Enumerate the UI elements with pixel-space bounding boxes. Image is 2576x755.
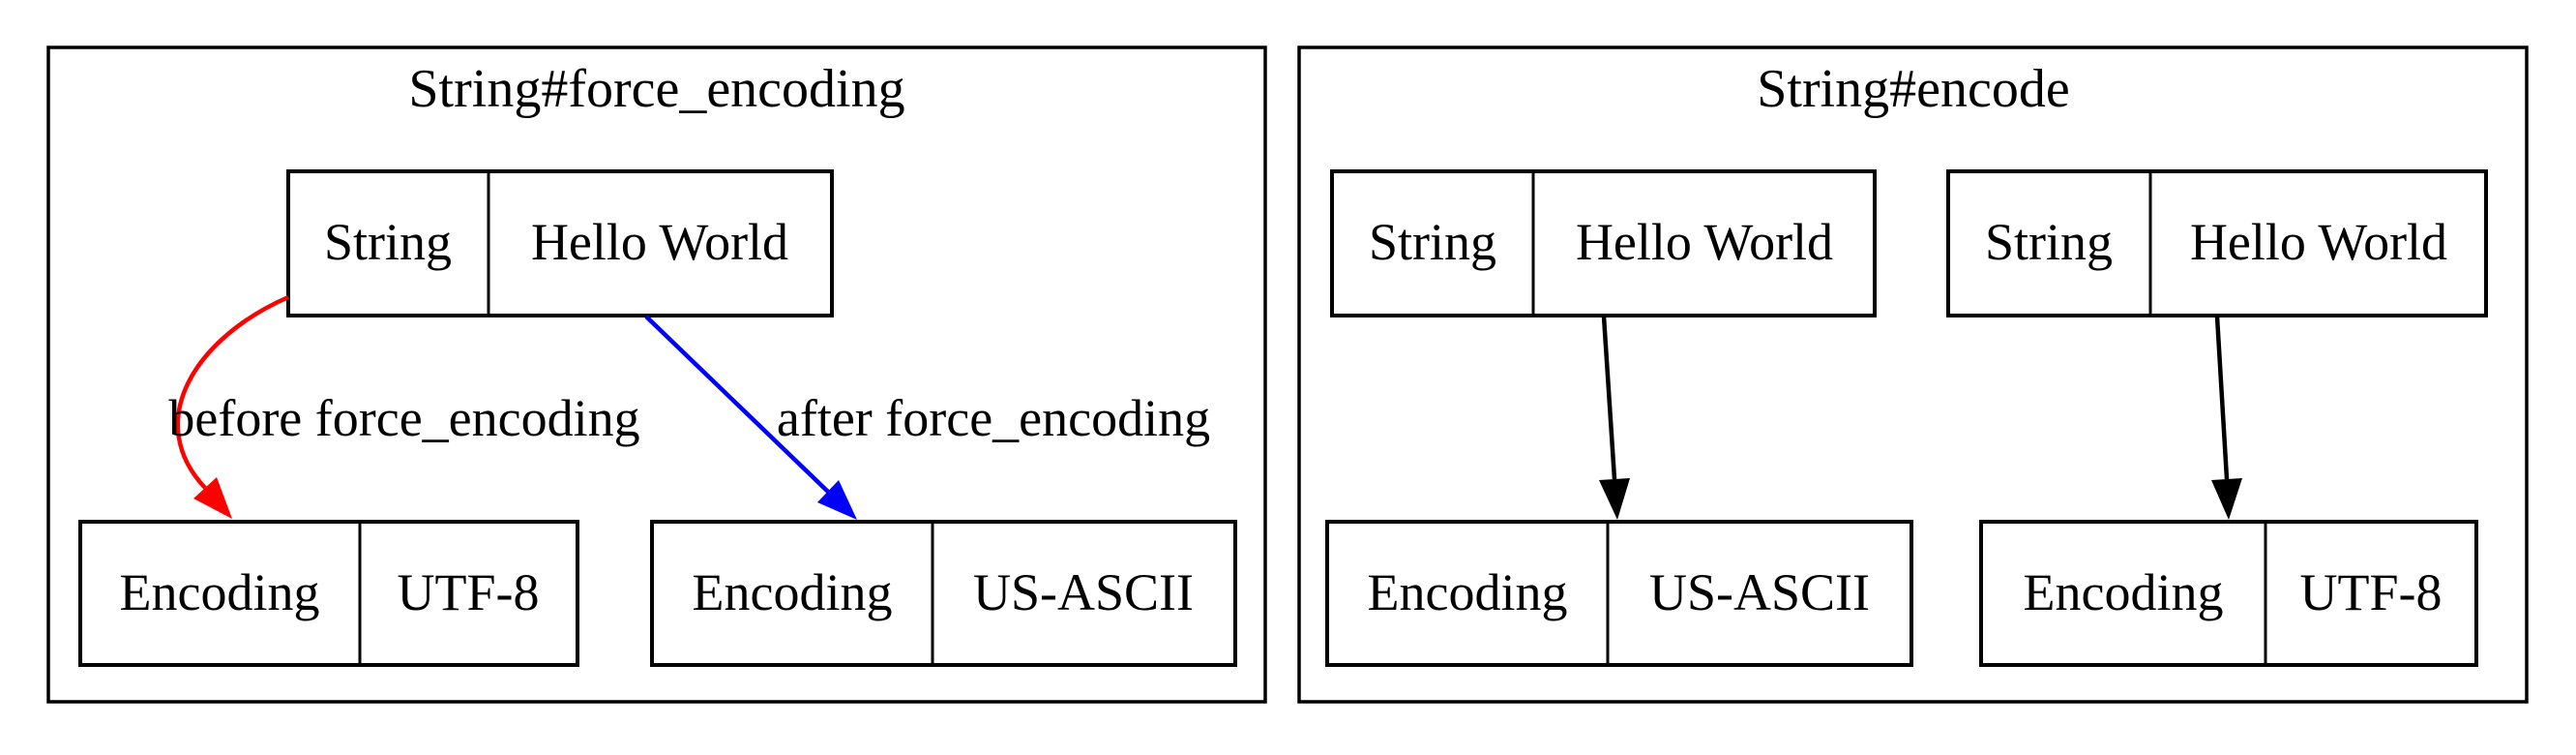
- cell-hello-world-label: Hello World: [1576, 213, 1833, 271]
- cell-utf8-label: UTF-8: [2300, 563, 2443, 621]
- cell-encoding-label: Encoding: [120, 563, 320, 621]
- edge-after-force-encoding-label: after force_encoding: [777, 389, 1210, 447]
- node-string-hello-world-box: [286, 169, 834, 317]
- edge-encode-to-usascii-arrowhead-icon: [1599, 478, 1630, 520]
- cell-encoding-label: Encoding: [1368, 563, 1568, 621]
- edge-after-force-encoding-arrowhead-icon: [817, 480, 857, 520]
- cell-usascii-label: US-ASCII: [973, 563, 1194, 621]
- node-encoding-usascii-box: [650, 520, 1237, 667]
- cluster-encode: String#encode String Hello World String …: [1297, 45, 2529, 704]
- node-encoding-usascii-right-cluster: Encoding US-ASCII: [1325, 520, 1913, 667]
- node-string-hello-world-right: String Hello World: [1946, 169, 2488, 317]
- node-encoding-usascii: Encoding US-ASCII: [650, 520, 1237, 667]
- node-encoding-utf8-right-cluster: Encoding UTF-8: [1979, 520, 2478, 667]
- cell-encoding-label: Encoding: [693, 563, 893, 621]
- cell-hello-world-label: Hello World: [531, 213, 788, 271]
- edge-after-force-encoding: after force_encoding: [644, 315, 1210, 520]
- edge-encode-to-utf8-arrowhead-icon: [2211, 478, 2242, 520]
- node-string-hello-world-right-box: [1946, 169, 2488, 317]
- edge-encode-to-usascii-line: [1601, 316, 1617, 480]
- cluster-encode-border: [1297, 45, 2529, 704]
- edge-before-force-encoding-line: [175, 294, 289, 490]
- node-encoding-utf8-box: [78, 520, 579, 667]
- cell-hello-world-label: Hello World: [2190, 213, 2447, 271]
- node-string-hello-world: String Hello World: [286, 169, 834, 317]
- node-string-hello-world-left-box: [1330, 169, 1877, 317]
- cell-string-label: String: [1369, 213, 1496, 271]
- cell-utf8-label: UTF-8: [398, 563, 540, 621]
- edge-before-force-encoding-arrowhead-icon: [193, 477, 232, 519]
- cluster-force-encoding-border: [46, 45, 1267, 704]
- cluster-encode-title: String#encode: [1757, 59, 2069, 119]
- cell-usascii-label: US-ASCII: [1649, 563, 1870, 621]
- edge-encode-to-utf8: [2211, 316, 2242, 520]
- node-encoding-usascii-box: [1325, 520, 1913, 667]
- edge-encode-to-usascii: [1599, 316, 1630, 520]
- cluster-force-encoding-title: String#force_encoding: [408, 59, 904, 119]
- edge-encode-to-utf8-line: [2214, 316, 2230, 480]
- cell-string-label: String: [324, 213, 452, 271]
- cell-string-label: String: [1985, 213, 2113, 271]
- cluster-force-encoding: String#force_encoding String Hello World…: [46, 45, 1267, 704]
- node-encoding-utf8-box: [1979, 520, 2478, 667]
- cell-encoding-label: Encoding: [2024, 563, 2224, 621]
- edge-after-force-encoding-line: [644, 315, 830, 494]
- node-string-hello-world-left: String Hello World: [1330, 169, 1877, 317]
- node-encoding-utf8: Encoding UTF-8: [78, 520, 579, 667]
- edge-before-force-encoding-label: before force_encoding: [168, 389, 639, 447]
- edge-before-force-encoding: before force_encoding: [168, 294, 640, 519]
